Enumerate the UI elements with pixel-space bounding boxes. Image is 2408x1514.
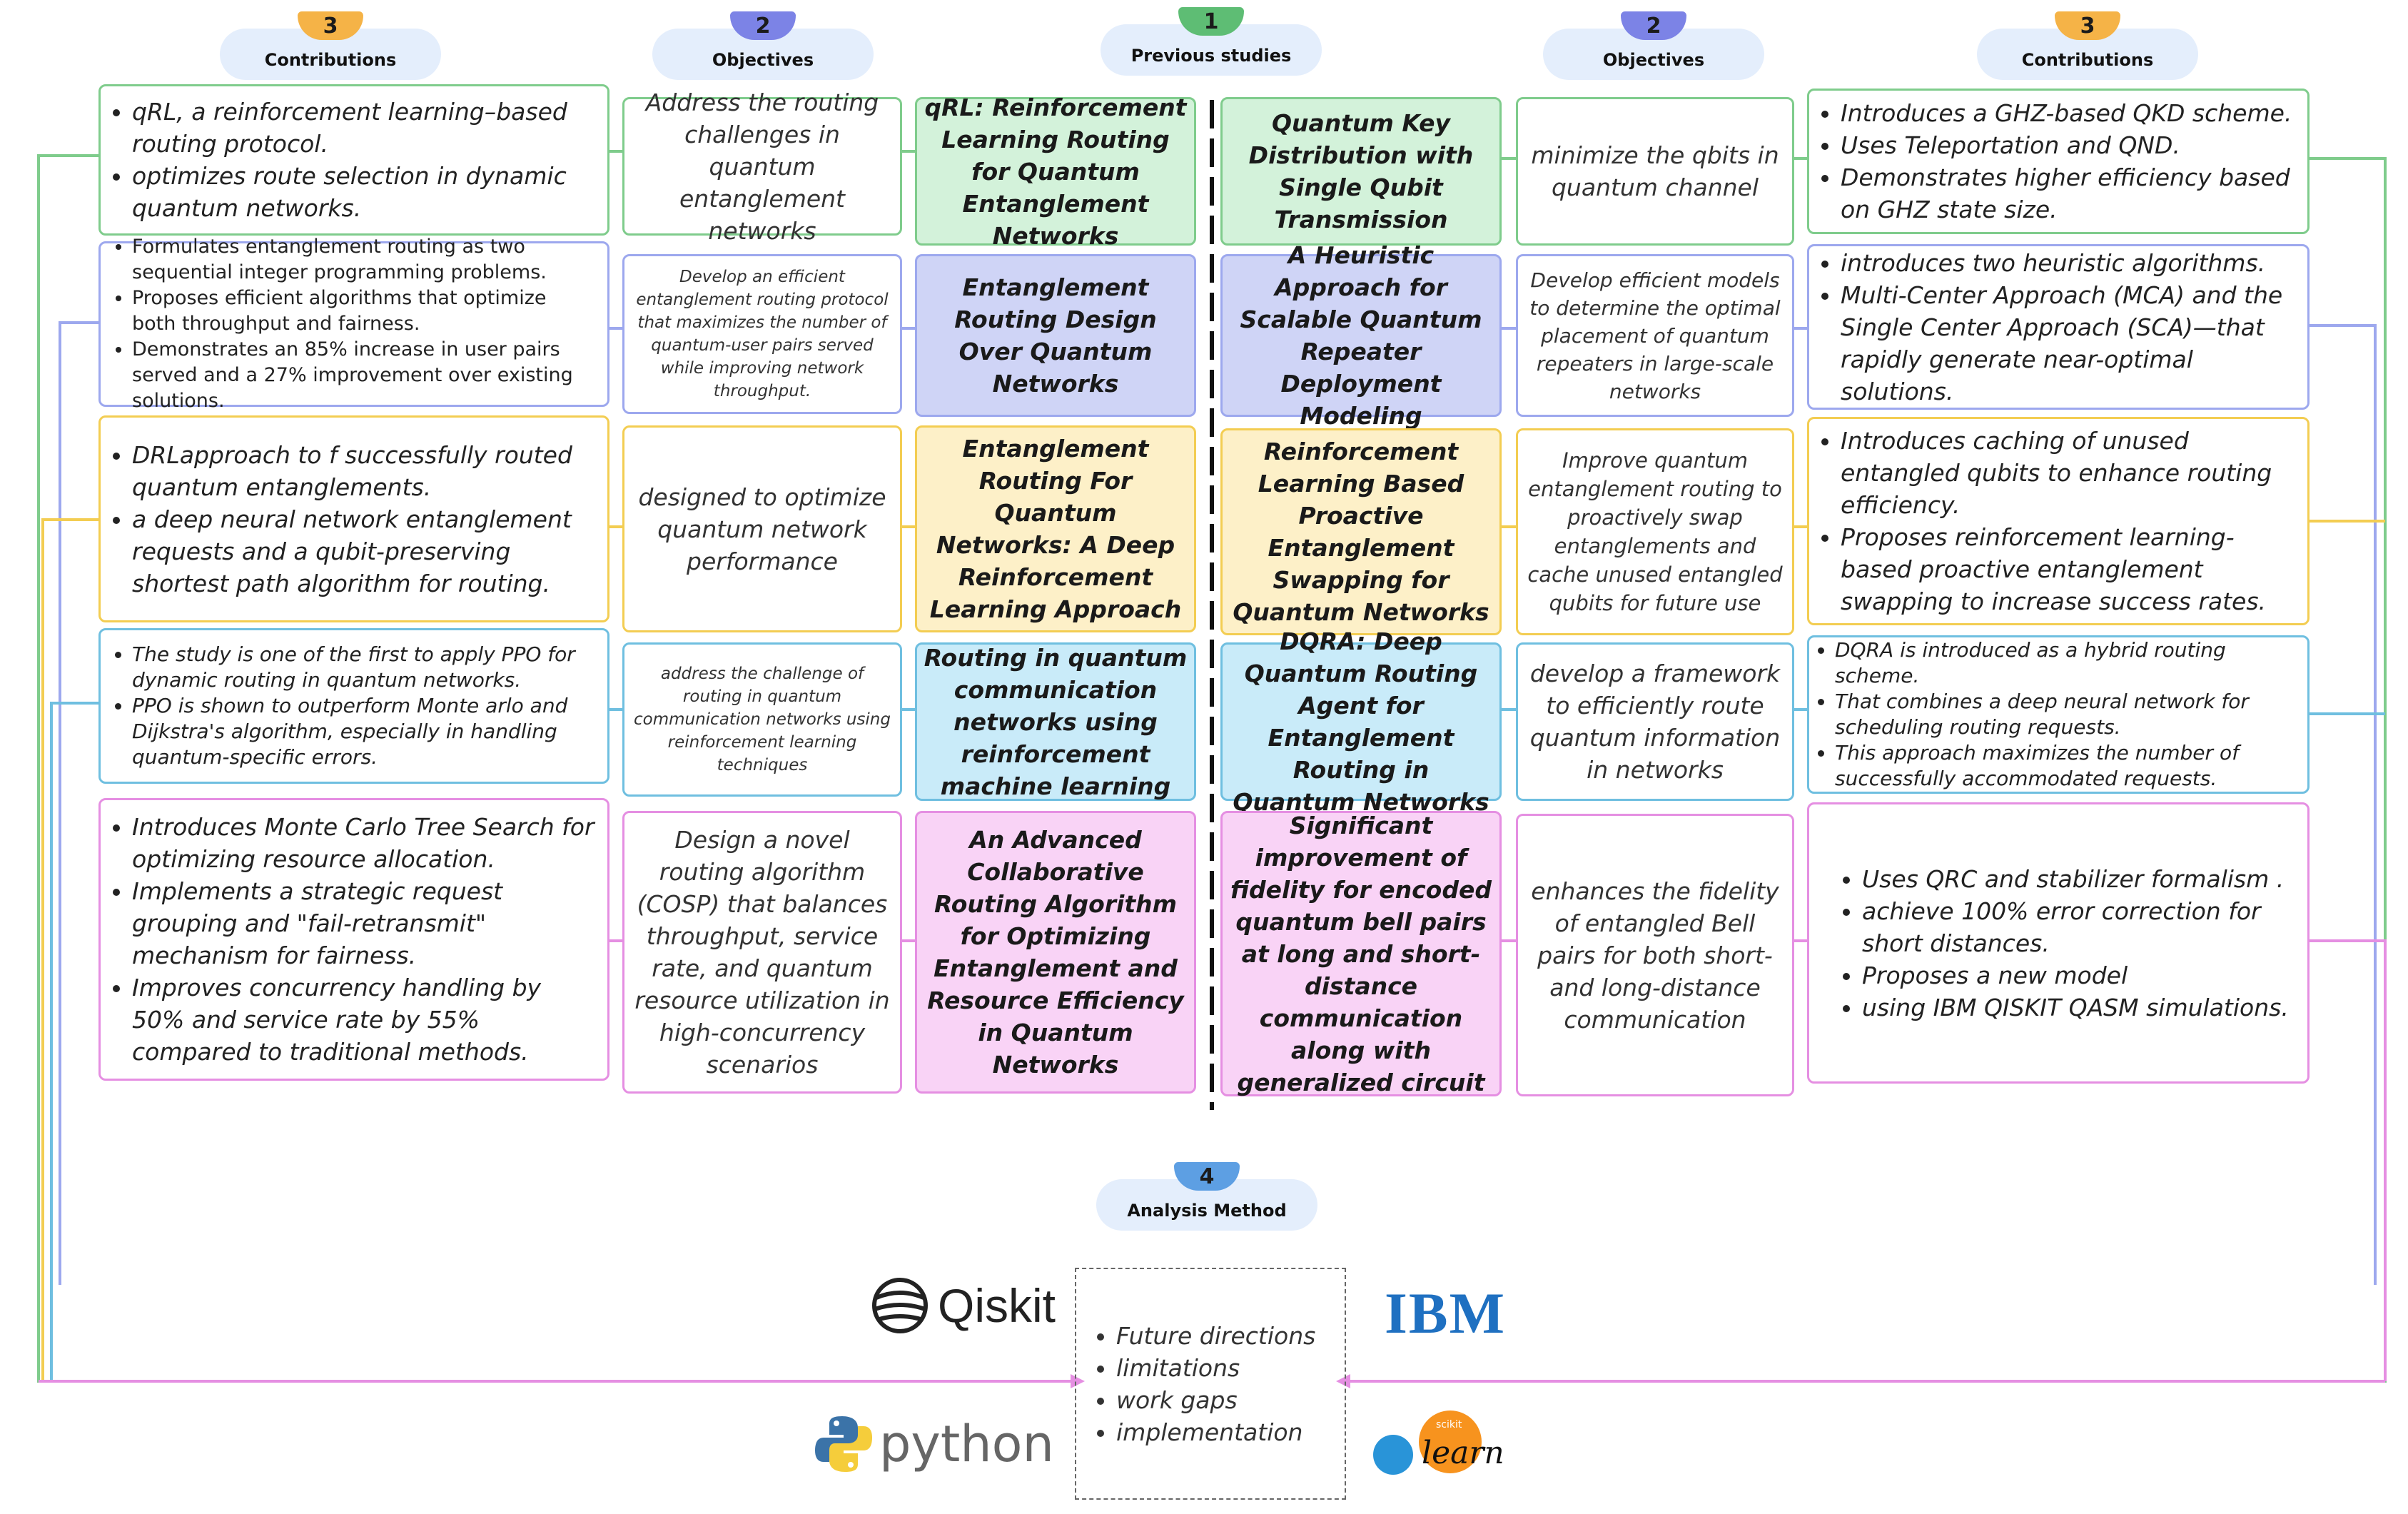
- list-item: limitations: [1116, 1352, 1315, 1384]
- list-item: DRLapproach to f successfully routed qua…: [132, 439, 596, 503]
- header-analysis-method: 4 Analysis Method: [1096, 1162, 1317, 1231]
- list-item: achieve 100% error correction for short …: [1862, 895, 2296, 959]
- sklearn-logo: scikit learn: [1370, 1409, 1504, 1480]
- row5-right-study-title: Significant improvement of fidelity for …: [1220, 811, 1502, 1096]
- row1-right-contributions: Introduces a GHZ-based QKD scheme.Uses T…: [1807, 89, 2310, 234]
- row5-right-objective: enhances the fidelity of entangled Bell …: [1516, 814, 1794, 1096]
- list-item: implementation: [1116, 1416, 1315, 1448]
- badge-previous-studies: 1: [1178, 7, 1244, 36]
- list-item: DQRA is introduced as a hybrid routing s…: [1835, 637, 2296, 689]
- header-previous-studies: 1 Previous studies: [1101, 7, 1322, 76]
- row3-left-study-title: Entanglement Routing For Quantum Network…: [915, 425, 1196, 632]
- row4-right-objective: develop a framework to efficiently route…: [1516, 642, 1794, 801]
- row2-left-objective: Develop an efficient entanglement routin…: [622, 254, 902, 414]
- badge-left-contributions: 3: [298, 11, 363, 40]
- analysis-method-box: Future directions limitations work gaps …: [1075, 1268, 1346, 1500]
- header-right-objectives-label: Objectives: [1602, 50, 1705, 70]
- header-right-objectives: 2 Objectives: [1543, 11, 1764, 80]
- header-left-contributions-label: Contributions: [264, 50, 397, 70]
- row4-left-study-title: Routing in quantum communication network…: [915, 642, 1196, 801]
- row4-left-contributions: The study is one of the first to apply P…: [98, 628, 609, 784]
- row3-right-objective: Improve quantum entanglement routing to …: [1516, 428, 1794, 635]
- header-previous-studies-label: Previous studies: [1130, 46, 1292, 66]
- row3-left-objective: designed to optimize quantum network per…: [622, 425, 902, 632]
- row2-right-objective: Develop efficient models to determine th…: [1516, 254, 1794, 417]
- row1-left-objective: Address the routing challenges in quantu…: [622, 89, 902, 245]
- row5-left-objective: Design a novel routing algorithm (COSP) …: [622, 811, 902, 1094]
- row1-right-objective: minimize the qbits in quantum channel: [1516, 97, 1794, 246]
- row5-left-study-title: An Advanced Collaborative Routing Algori…: [915, 811, 1196, 1094]
- list-item: Proposes reinforcement learning-based pr…: [1841, 521, 2296, 617]
- ibm-logo: IBM: [1385, 1281, 1506, 1346]
- sklearn-wordmark: learn: [1422, 1435, 1504, 1471]
- row4-right-contributions: DQRA is introduced as a hybrid routing s…: [1807, 635, 2310, 794]
- row4-left-objective: address the challenge of routing in quan…: [622, 642, 902, 797]
- sklearn-small-wordmark: scikit: [1436, 1419, 1462, 1430]
- list-item: qRL, a reinforcement learning–based rout…: [132, 96, 596, 160]
- header-left-objectives-label: Objectives: [712, 50, 814, 70]
- header-right-contributions-label: Contributions: [2021, 50, 2154, 70]
- list-item: This approach maximizes the number of su…: [1835, 740, 2296, 792]
- list-item: Formulates entanglement routing as two s…: [132, 234, 596, 286]
- row1-right-study-title: Quantum Key Distribution with Single Qub…: [1220, 97, 1502, 246]
- list-item: Introduces caching of unused entangled q…: [1841, 425, 2296, 521]
- list-item: Introduces a GHZ-based QKD scheme.: [1841, 97, 2296, 129]
- list-item: a deep neural network entanglement reque…: [132, 503, 596, 600]
- ibm-wordmark: IBM: [1385, 1281, 1506, 1346]
- list-item: Demonstrates an 85% increase in user pai…: [132, 337, 596, 414]
- list-item: Proposes a new model: [1862, 959, 2296, 991]
- header-analysis-method-label: Analysis Method: [1127, 1201, 1287, 1221]
- list-item: Demonstrates higher efficiency based on …: [1841, 161, 2296, 226]
- sklearn-icon: [1373, 1410, 1482, 1475]
- row5-right-contributions: Uses QRC and stabilizer formalism .achie…: [1807, 802, 2310, 1084]
- header-right-contributions: 3 Contributions: [1977, 11, 2198, 80]
- badge-analysis-method: 4: [1174, 1162, 1240, 1191]
- list-item: Implements a strategic request grouping …: [132, 875, 596, 972]
- row1-left-contributions: qRL, a reinforcement learning–based rout…: [98, 84, 609, 236]
- row2-left-contributions: Formulates entanglement routing as two s…: [98, 236, 609, 412]
- list-item: That combines a deep neural network for …: [1835, 689, 2296, 740]
- badge-right-objectives: 2: [1621, 11, 1686, 40]
- badge-left-objectives: 2: [730, 11, 796, 40]
- list-item: work gaps: [1116, 1384, 1315, 1416]
- qiskit-icon: [872, 1278, 928, 1333]
- list-item: Uses Teleportation and QND.: [1841, 129, 2296, 161]
- row2-left-study-title: Entanglement Routing Design Over Quantum…: [915, 254, 1196, 417]
- row2-right-contributions: introduces two heuristic algorithms.Mult…: [1807, 244, 2310, 410]
- list-item: using IBM QISKIT QASM simulations.: [1862, 991, 2296, 1024]
- list-item: Multi-Center Approach (MCA) and the Sing…: [1841, 279, 2296, 408]
- list-item: Proposes efficient algorithms that optim…: [132, 286, 596, 337]
- row3-right-contributions: Introduces caching of unused entangled q…: [1807, 417, 2310, 625]
- python-icon: [815, 1416, 872, 1472]
- row5-left-contributions: Introduces Monte Carlo Tree Search for o…: [98, 798, 609, 1081]
- qiskit-wordmark: Qiskit: [938, 1279, 1056, 1332]
- python-wordmark: python: [879, 1415, 1054, 1473]
- row2-right-study-title: A Heuristic Approach for Scalable Quantu…: [1220, 241, 1502, 430]
- row4-right-study-title: DQRA: Deep Quantum Routing Agent for Ent…: [1220, 627, 1502, 816]
- list-item: Improves concurrency handling by 50% and…: [132, 972, 596, 1068]
- qiskit-logo: Qiskit: [871, 1273, 1056, 1338]
- list-item: Introduces Monte Carlo Tree Search for o…: [132, 811, 596, 875]
- list-item: PPO is shown to outperform Monte arlo an…: [132, 693, 596, 770]
- header-left-objectives: 2 Objectives: [652, 11, 874, 80]
- list-item: The study is one of the first to apply P…: [132, 642, 596, 693]
- list-item: Uses QRC and stabilizer formalism .: [1862, 863, 2296, 895]
- list-item: optimizes route selection in dynamic qua…: [132, 160, 596, 224]
- header-left-contributions: 3 Contributions: [220, 11, 441, 80]
- row3-right-study-title: Reinforcement Learning Based Proactive E…: [1220, 428, 1502, 635]
- row3-left-contributions: DRLapproach to f successfully routed qua…: [98, 415, 609, 622]
- list-item: Future directions: [1116, 1320, 1315, 1352]
- python-logo: python: [814, 1412, 1054, 1476]
- badge-right-contributions: 3: [2055, 11, 2120, 40]
- row1-left-study-title: qRL: Reinforcement Learning Routing for …: [915, 94, 1196, 250]
- list-item: introduces two heuristic algorithms.: [1841, 247, 2296, 279]
